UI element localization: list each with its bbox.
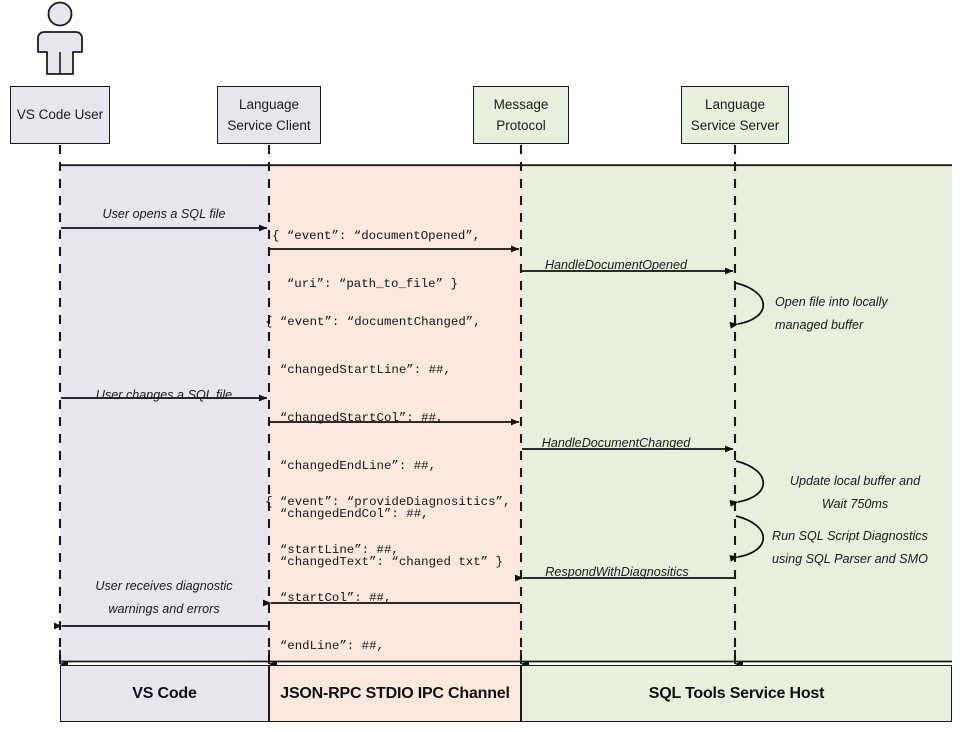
- bottom-band-json-rpc[interactable]: JSON-RPC STDIO IPC Channel: [269, 665, 521, 722]
- note-line: Wait 750ms: [821, 496, 889, 511]
- message-label-respond-with-diagnositics: RespondWithDiagnositics: [545, 561, 688, 584]
- lifelines: [58, 145, 737, 660]
- payload-line: “changedEndLine”: ##,: [265, 459, 437, 474]
- bottom-band-label: JSON-RPC STDIO IPC Channel: [280, 684, 510, 702]
- band-service-host: [521, 166, 952, 662]
- payload-line: “uri”: “path_to_file” }: [272, 277, 458, 292]
- loop-update-buffer: [729, 460, 765, 507]
- participant-label-line: VS Code User: [16, 107, 104, 123]
- loop-run-diagnostics: [729, 515, 765, 562]
- participant-label-line: Service Server: [690, 118, 780, 133]
- payload-line: “startLine”: ##,: [265, 543, 399, 558]
- note-line: Update local buffer and: [789, 474, 921, 488]
- participant-label-line: Language: [704, 96, 766, 112]
- label-line: HandleDocumentOpened: [544, 258, 688, 272]
- payload-line: “changedStartCol”: ##,: [265, 411, 444, 426]
- label-line: User receives diagnostic: [95, 579, 233, 593]
- note-line: Open file into locally: [775, 295, 888, 309]
- band-vs-code: [60, 166, 269, 662]
- participant-box-vs-code-user[interactable]: VS Code User: [10, 86, 110, 144]
- payload-line: “changedEndCol”: ##,: [265, 507, 429, 522]
- label-line: RespondWithDiagnositics: [545, 565, 689, 579]
- self-note-update-buffer: Update local buffer and Wait 750ms: [775, 470, 935, 515]
- lifeline-terminators: [59, 650, 744, 668]
- message-label-user-opens: User opens a SQL file: [103, 203, 226, 226]
- bottom-band-label: SQL Tools Service Host: [648, 684, 825, 702]
- payload-document-changed: { “event”: “documentChanged”, “changedSt…: [265, 286, 503, 599]
- payload-line: { “event”: “documentOpened”,: [272, 229, 481, 244]
- payload-line: “changedText”: “changed txt” }: [265, 555, 503, 570]
- participant-label-line: Language: [238, 96, 300, 112]
- participant-box-language-service-server[interactable]: Language Service Server: [681, 86, 789, 144]
- message-label-user-receives: User receives diagnostic warnings and er…: [95, 575, 232, 620]
- self-note-open-file: Open file into locally managed buffer: [775, 291, 888, 336]
- loop-open-file: [729, 282, 765, 329]
- message-arrows: [54, 224, 734, 630]
- label-line: warnings and errors: [108, 601, 220, 616]
- payload-line: { “event”: “provideDiagnositics”,: [265, 495, 511, 510]
- payload-line: “startCol”: ##,: [265, 591, 392, 606]
- message-label-handle-document-opened: HandleDocumentOpened: [545, 254, 687, 277]
- payload-line: { “event”: “documentChanged”,: [265, 315, 481, 330]
- bottom-band-vs-code[interactable]: VS Code: [60, 665, 269, 722]
- self-note-run-diagnostics: Run SQL Script Diagnostics using SQL Par…: [772, 525, 928, 570]
- label-line: HandleDocumentChanged: [541, 436, 691, 450]
- self-call-loops: [729, 282, 765, 562]
- label-line: User opens a SQL file: [102, 207, 226, 221]
- participant-label-line: Service Client: [227, 118, 311, 133]
- note-line: Run SQL Script Diagnostics: [772, 529, 928, 543]
- bottom-band-sql-host[interactable]: SQL Tools Service Host: [521, 665, 952, 722]
- label-line: User changes a SQL file: [95, 388, 233, 402]
- participant-box-language-service-client[interactable]: Language Service Client: [217, 86, 321, 144]
- actor-figure-icon: [37, 1, 83, 75]
- payload-line: “endLine”: ##,: [265, 639, 384, 654]
- payload-line: “changedStartLine”: ##,: [265, 363, 451, 378]
- participant-label-line: Protocol: [496, 118, 546, 133]
- participant-label-line: Message: [493, 96, 549, 112]
- note-line: managed buffer: [775, 317, 864, 332]
- participant-box-message-protocol[interactable]: Message Protocol: [473, 86, 569, 144]
- note-line: using SQL Parser and SMO: [772, 551, 928, 566]
- message-label-user-changes: User changes a SQL file: [96, 384, 232, 407]
- payload-document-opened: { “event”: “documentOpened”, “uri”: “pat…: [272, 200, 480, 321]
- bottom-band-label: VS Code: [132, 684, 197, 702]
- message-label-handle-document-changed: HandleDocumentChanged: [542, 432, 690, 455]
